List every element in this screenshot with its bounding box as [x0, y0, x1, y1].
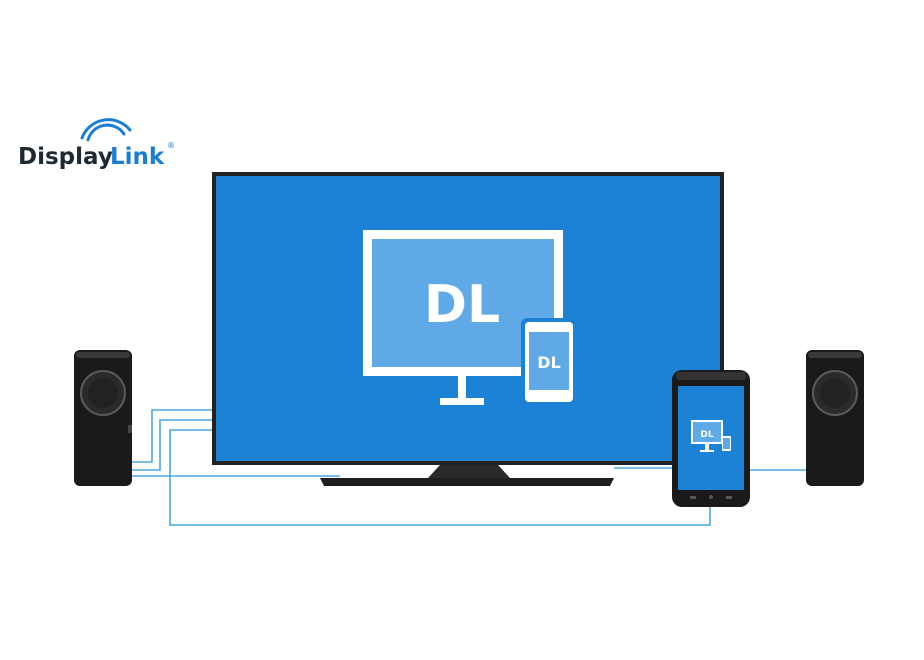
phone-nav-buttons: [690, 495, 732, 499]
tv-stand-base: [320, 478, 614, 486]
cable-left-speaker-tv-1: [132, 409, 216, 463]
tv-stand-neck: [428, 465, 510, 478]
logo-word-link: Link: [110, 144, 165, 170]
monitor-dl-text: DL: [424, 275, 500, 335]
right-speaker: [806, 350, 864, 486]
smartphone: DL: [672, 370, 750, 507]
mini-monitor-dl-text: DL: [700, 430, 713, 440]
television: DL DL: [212, 172, 724, 486]
displaylink-logo: Display Link ®: [18, 118, 175, 170]
cable-left-speaker-tv-2: [132, 419, 216, 471]
logo-registered-mark: ®: [167, 141, 175, 150]
wifi-arc-icon: [80, 118, 132, 142]
left-speaker: [74, 350, 132, 486]
monitor-icon: DL: [363, 230, 563, 405]
mini-monitor-icon: DL: [691, 420, 731, 452]
phone-dl-text: DL: [537, 353, 560, 372]
phone-icon: DL: [521, 318, 577, 406]
logo-word-display: Display: [18, 144, 113, 170]
cable-tv-to-phone: [169, 429, 711, 526]
cables: [132, 409, 808, 526]
